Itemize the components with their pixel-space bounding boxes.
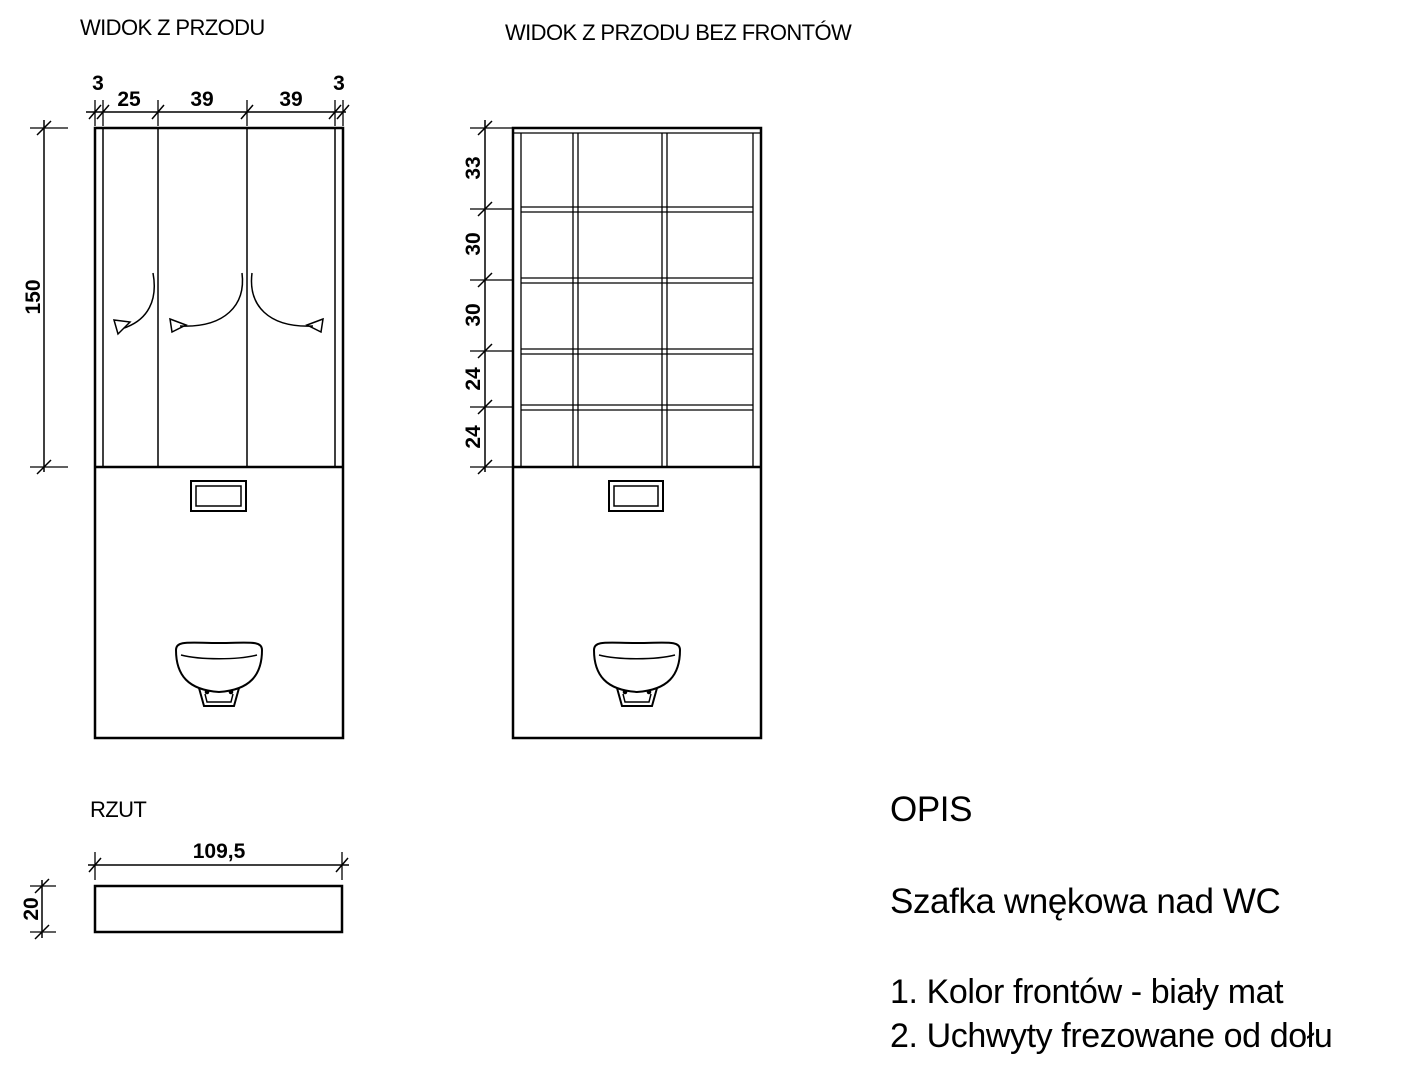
flush-plate bbox=[190, 480, 247, 512]
dim-side-right: 3 bbox=[333, 72, 345, 95]
flush-plate-inner bbox=[195, 485, 242, 507]
dim-shelf-1: 33 bbox=[462, 156, 485, 179]
shelves bbox=[521, 206, 753, 411]
wc-bowl-icon-2 bbox=[592, 641, 682, 707]
wc-bowl-icon bbox=[174, 641, 264, 707]
vertical-partitions bbox=[572, 133, 668, 467]
front-niche-outline bbox=[93, 126, 345, 740]
flush-plate-2 bbox=[608, 480, 664, 512]
dim-door-2: 39 bbox=[190, 88, 213, 111]
dim-door-3: 39 bbox=[279, 88, 302, 111]
dim-door-1: 25 bbox=[117, 88, 141, 111]
plan-outline bbox=[93, 884, 344, 934]
plan-title: RZUT bbox=[90, 797, 146, 822]
interior-view: 33 30 30 24 24 bbox=[462, 120, 763, 740]
front-height-dimension bbox=[30, 120, 68, 475]
description-item-1: 1. Kolor frontów - biały mat bbox=[890, 973, 1284, 1011]
description-subtitle: Szafka wnękowa nad WC bbox=[890, 882, 1281, 921]
plan-view: 109,5 20 bbox=[20, 840, 349, 940]
dim-height: 150 bbox=[22, 279, 45, 314]
door-swing-arrows bbox=[112, 272, 324, 336]
description-heading: OPIS bbox=[890, 790, 973, 829]
front-width-dimensions bbox=[86, 100, 350, 126]
plan-depth-dimension bbox=[30, 878, 56, 940]
plan-width-dimension bbox=[88, 852, 349, 880]
dim-shelf-4: 24 bbox=[462, 367, 485, 391]
dim-shelf-5: 24 bbox=[462, 425, 485, 449]
flush-plate-2-inner bbox=[613, 485, 659, 507]
front-view-no-fronts-title: WIDOK Z PRZODU BEZ FRONTÓW bbox=[505, 20, 852, 45]
interior-niche-outline bbox=[511, 126, 763, 740]
shelf-height-dimensions bbox=[470, 120, 512, 475]
dim-shelf-3: 30 bbox=[462, 303, 485, 326]
dim-shelf-2: 30 bbox=[462, 232, 485, 255]
dim-plan-depth: 20 bbox=[20, 897, 43, 920]
front-view: 3 25 39 39 3 150 bbox=[22, 72, 350, 740]
description-item-2: 2. Uchwyty frezowane od dołu bbox=[890, 1017, 1333, 1055]
dim-plan-width: 109,5 bbox=[193, 840, 246, 863]
front-view-title: WIDOK Z PRZODU bbox=[80, 15, 265, 40]
dim-side-left: 3 bbox=[92, 72, 104, 95]
